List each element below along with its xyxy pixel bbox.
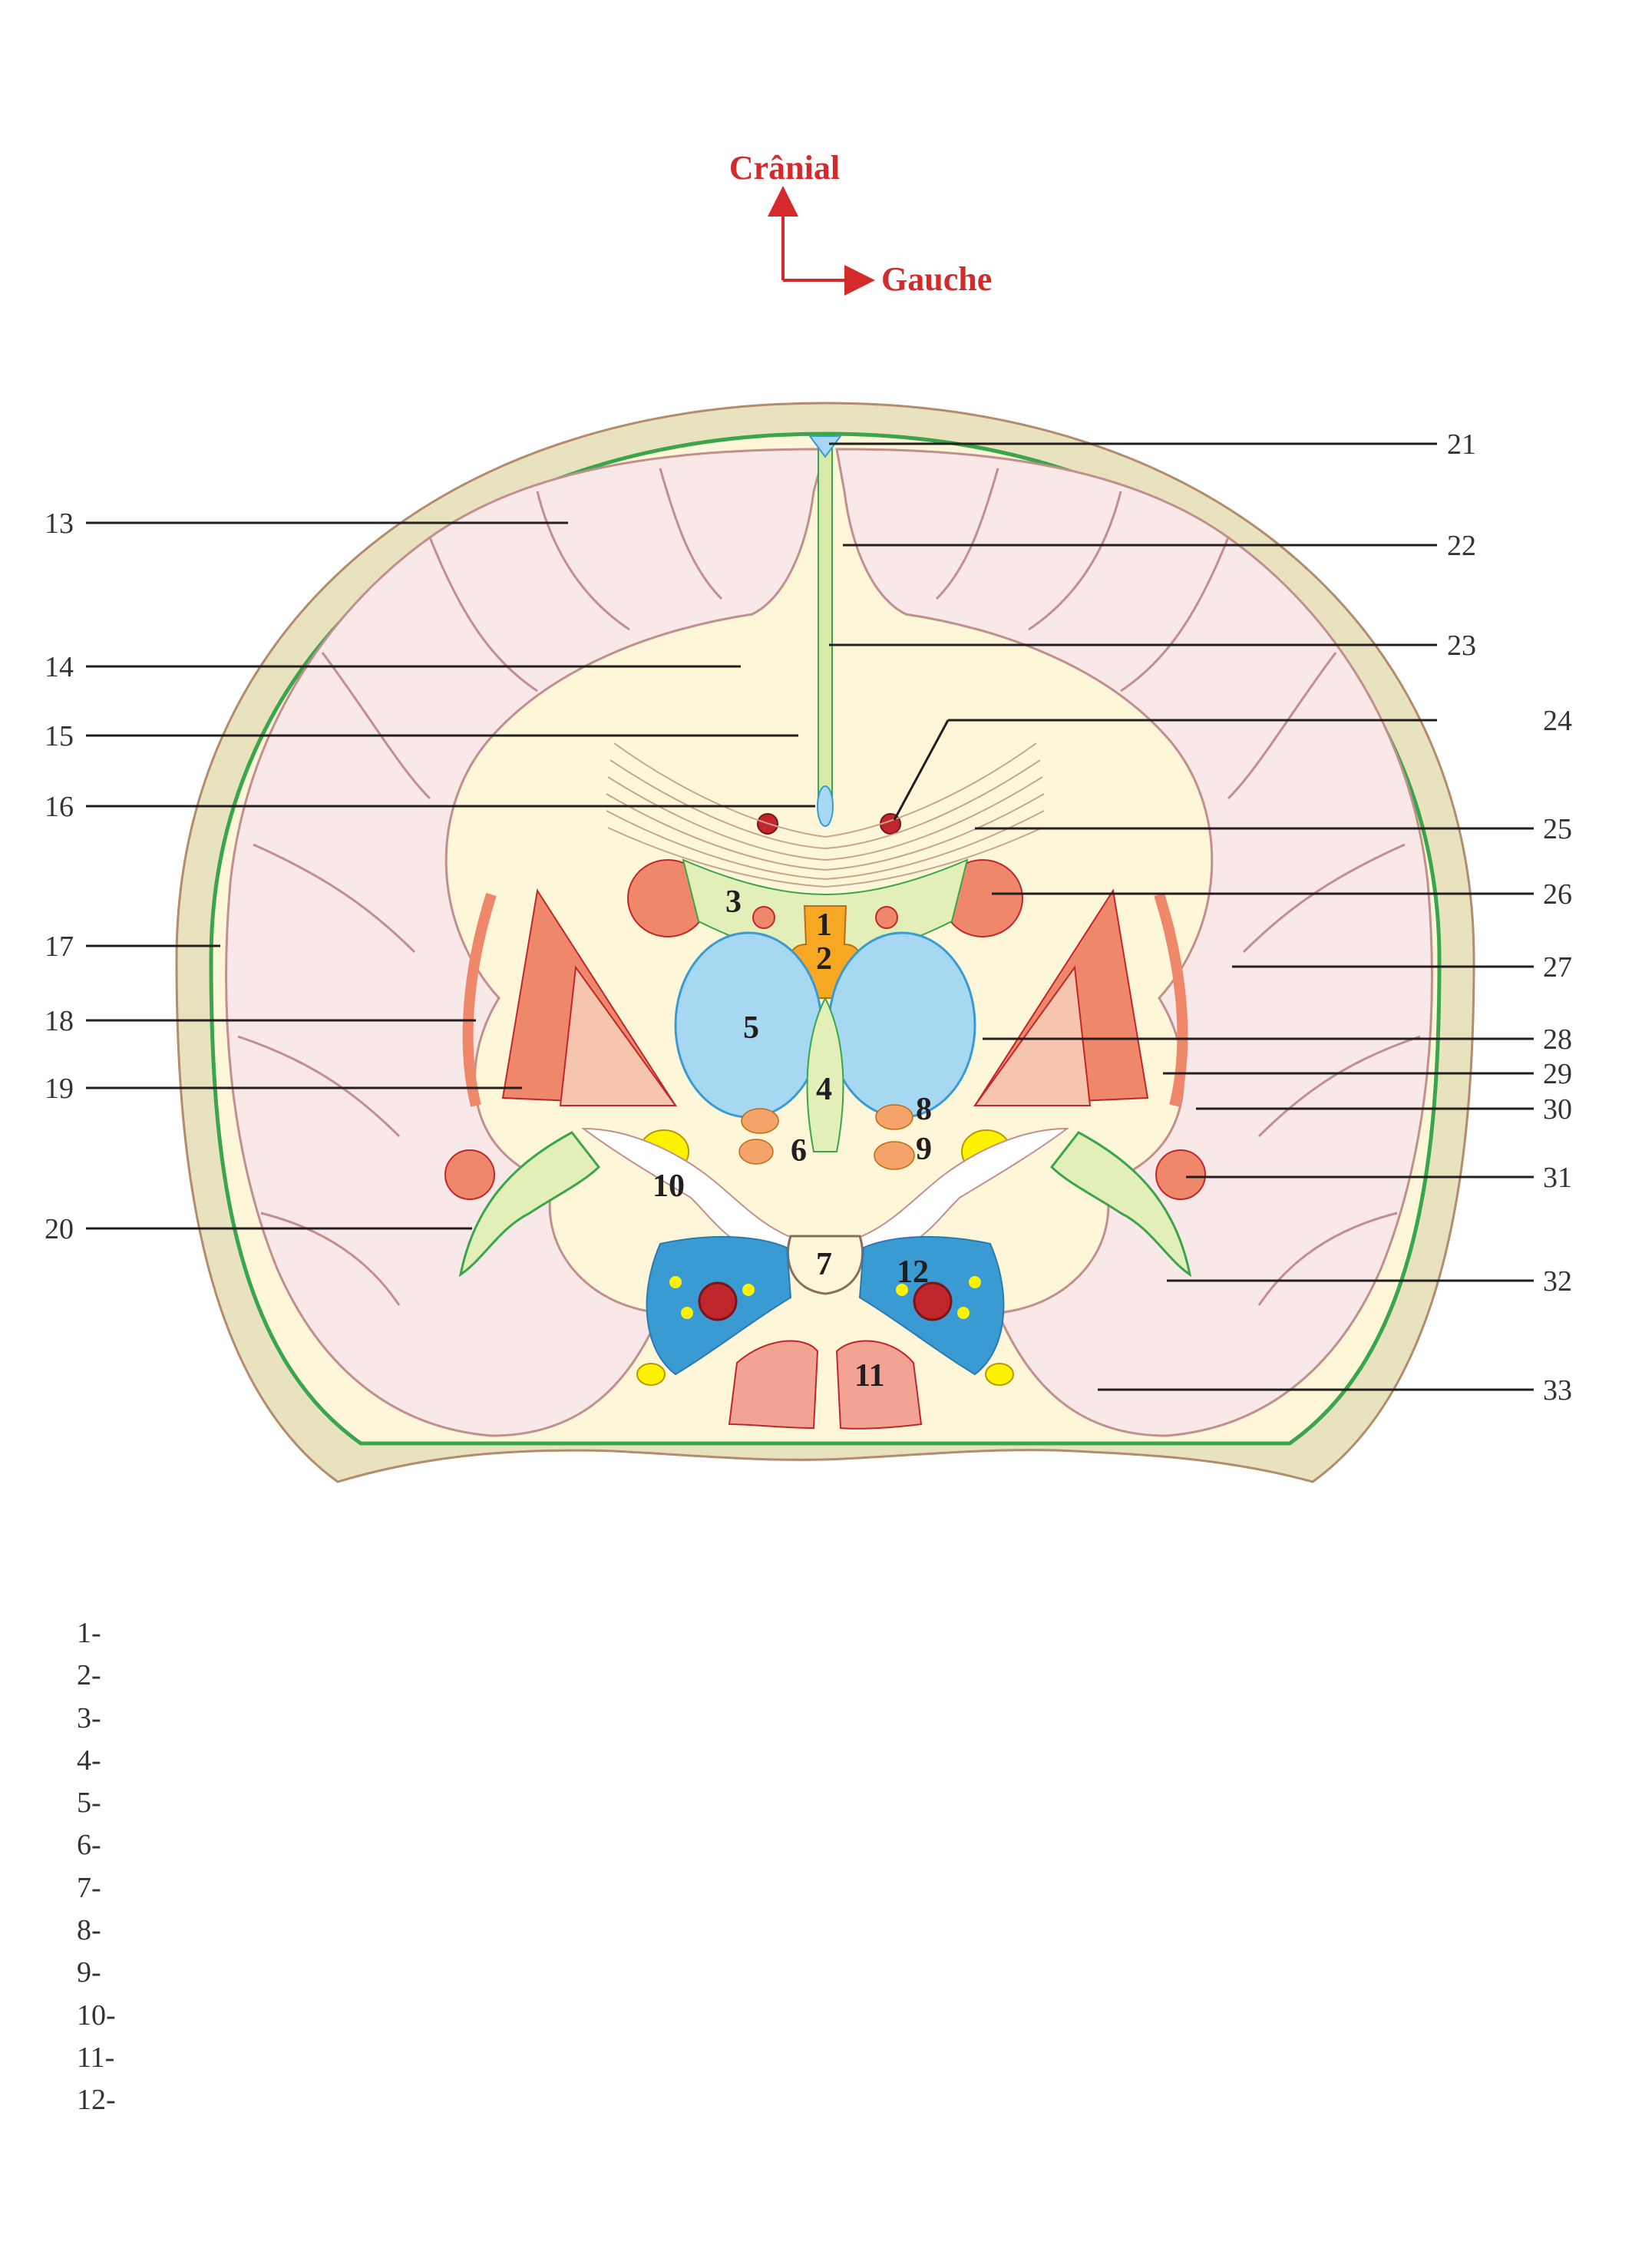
callout-13: 13 [45,507,74,540]
left-globus-pallidus [559,965,677,1106]
right-thalamus [828,931,976,1119]
legend-item-4: 4- [77,1744,101,1777]
right-cavernous-sinus [858,1235,1014,1386]
left-internal-carotid [698,1281,738,1321]
inner-label-11: 11 [854,1358,885,1394]
callout-29: 29 [1543,1058,1572,1090]
orientation-compass: Crânial Gauche [729,149,992,298]
right-cranial-nerve-b [957,1307,970,1319]
right-internal-carotid [913,1281,953,1321]
callout-23: 23 [1447,630,1476,662]
legend-item-5: 5- [77,1787,101,1820]
left-cranial-nerve-a [669,1276,682,1288]
callout-14: 14 [45,651,74,683]
legend-item-3: 3- [77,1701,101,1734]
falx-cerebri [757,435,901,835]
callout-22: 22 [1447,530,1476,562]
left-lateral-vessel [444,1149,495,1200]
left-hemisphere [225,448,827,1437]
legend-item-1: 1- [77,1617,101,1649]
left-cranial-nerve-b [681,1307,693,1319]
legend-item-12: 12- [77,2084,116,2117]
right-cranial-nerve-a [969,1276,981,1288]
left-cranial-nerve-c [742,1284,755,1296]
inner-label-3: 3 [725,884,742,920]
inferior-sagittal-sinus [817,785,834,827]
legend-item-9: 9- [77,1956,101,1989]
callout-20: 20 [45,1213,74,1245]
right-callout-numbers: 21 22 23 24 25 26 27 28 29 30 31 32 33 [1447,428,1572,1407]
callout-28: 28 [1543,1023,1572,1056]
inner-label-7: 7 [816,1247,832,1282]
callout-17: 17 [45,931,74,963]
callout-33: 33 [1543,1374,1572,1407]
inner-label-8: 8 [916,1092,932,1127]
right-claustrum [1154,892,1188,1107]
left-hippocampus [458,1131,600,1278]
right-cortex [835,448,1433,1437]
inner-label-5: 5 [743,1010,759,1046]
inner-label-10: 10 [652,1169,685,1204]
left-sphenoid-sinus [728,1340,819,1430]
right-trigeminal-branch [985,1363,1014,1386]
callout-30: 30 [1543,1093,1572,1126]
inner-label-9: 9 [916,1132,932,1167]
callout-21: 21 [1447,428,1476,461]
right-leader-lines [829,442,1534,1391]
left-claustrum [462,892,497,1107]
right-cranial-nerve-c [896,1284,908,1296]
legend-item-7: 7- [77,1871,101,1904]
left-cavernous-sinus [636,1235,792,1386]
callout-26: 26 [1543,878,1572,911]
inner-label-2: 2 [816,941,832,977]
callout-16: 16 [45,791,74,823]
inner-label-12: 12 [897,1255,929,1290]
legend-item-2: 2- [77,1659,101,1692]
callout-19: 19 [45,1073,74,1105]
left-callout-numbers: 13 14 15 16 17 18 19 20 [45,507,74,1245]
callout-18: 18 [45,1005,74,1037]
left-choroid-plexus [752,906,775,929]
right-globus-pallidus [973,965,1092,1106]
right-nucleus-upper [875,1104,913,1130]
callout-24: 24 [1543,705,1572,737]
left-cortex [225,448,827,1437]
left-nucleus-lower [738,1139,774,1165]
right-hippocampus [1050,1131,1192,1278]
inner-label-6: 6 [791,1133,807,1169]
left-label: Gauche [881,260,992,298]
left-nucleus-upper [741,1108,779,1134]
hypothalamus [806,996,844,1152]
legend-item-11: 11- [77,2041,115,2074]
cranial-label: Crânial [729,149,840,187]
left-sulci [237,468,723,1306]
legend-item-6: 6- [77,1829,101,1862]
callout-32: 32 [1543,1265,1572,1298]
right-lateral-vessel [1155,1149,1206,1200]
inner-labels: 1 2 3 4 5 6 7 8 9 10 11 12 [652,884,932,1394]
right-hemisphere [835,448,1433,1437]
corpus-callosum [606,742,1045,888]
inner-label-4: 4 [816,1072,832,1107]
left-leader-lines [86,521,815,1230]
callout-25: 25 [1543,813,1572,845]
left-trigeminal-branch [636,1363,666,1386]
inner-label-1: 1 [816,908,832,943]
superior-sagittal-sinus [808,435,842,458]
callout-15: 15 [45,720,74,752]
legend-item-8: 8- [77,1914,101,1947]
leader-24-angle [893,719,950,821]
callout-27: 27 [1543,951,1572,984]
right-lentiform-nucleus [973,888,1188,1107]
legend-list: 1- 2- 3- 4- 5- 6- 7- 8- 9- 10- 11- 12- [77,1612,116,2122]
legend-item-10: 10- [77,1999,116,2032]
left-lentiform-nucleus [462,888,677,1107]
interhemispheric-fissure [818,445,833,807]
right-choroid-plexus [875,906,898,929]
right-nucleus-lower [874,1141,915,1170]
callout-31: 31 [1543,1162,1572,1194]
right-sphenoid-sinus [835,1340,923,1430]
